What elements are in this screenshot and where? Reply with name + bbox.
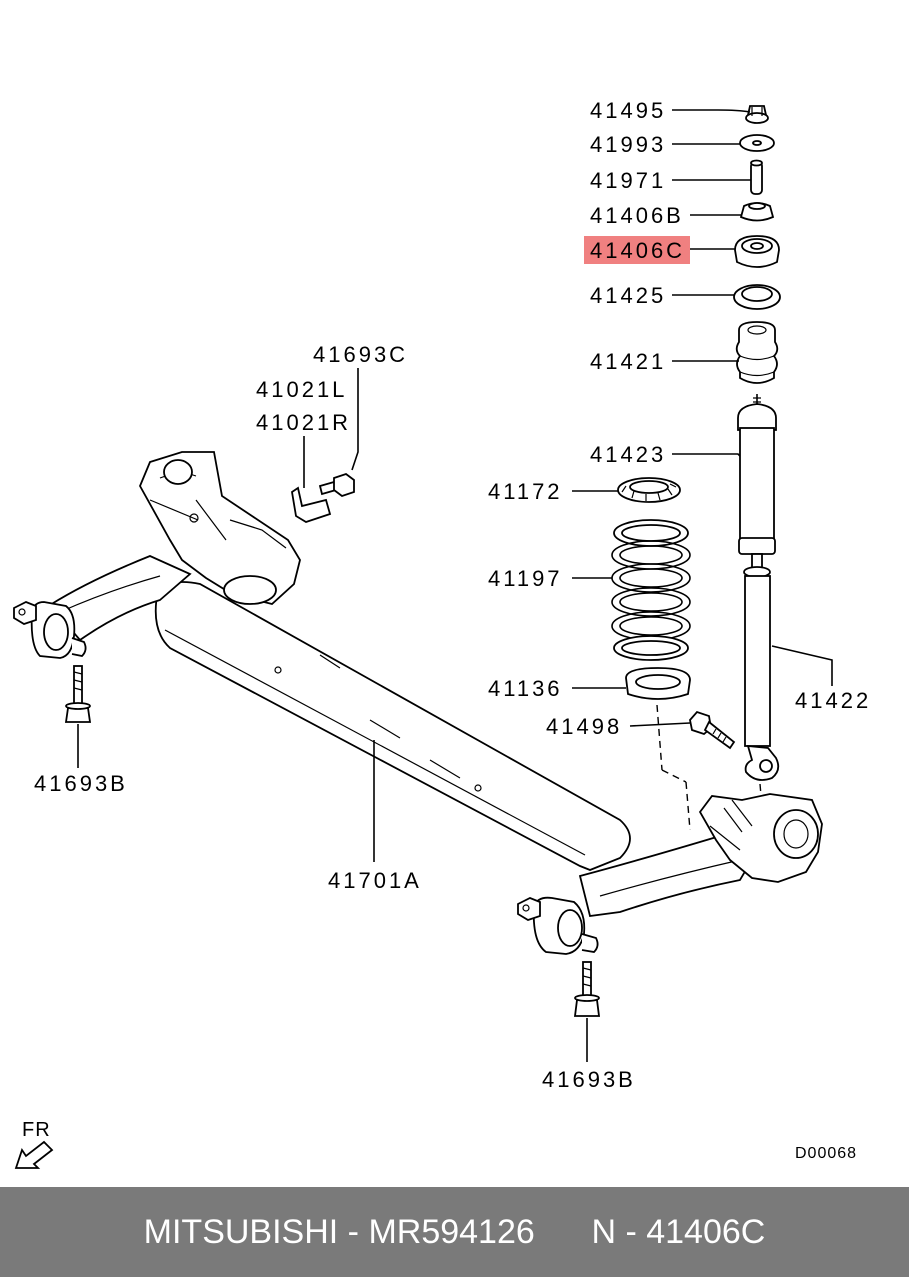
label-41971: 41971: [590, 168, 666, 193]
washer-41993: [739, 134, 775, 152]
coil-spring-41197: [611, 519, 691, 661]
drawing-code: D00068: [795, 1145, 857, 1162]
label-41172: 41172: [488, 479, 563, 504]
bolt-41498: [689, 710, 736, 750]
label-41422: 41422: [795, 688, 871, 713]
collar-41971: [750, 159, 763, 195]
bracket-41021: [291, 486, 332, 523]
fr-label: FR: [22, 1119, 51, 1141]
label-41498: 41498: [546, 714, 622, 739]
label-41693B-right: 41693B: [542, 1067, 636, 1092]
label-41993: 41993: [590, 132, 666, 157]
label-41021R: 41021R: [256, 410, 351, 435]
leader-lines: [77, 109, 833, 1062]
label-41693C: 41693C: [313, 342, 408, 367]
spring-seat-41172: [617, 477, 681, 503]
label-41425: 41425: [590, 283, 666, 308]
label-41406B: 41406B: [590, 203, 684, 228]
label-41693B-left: 41693B: [34, 771, 128, 796]
label-41021L: 41021L: [256, 377, 347, 402]
label-41495: 41495: [590, 98, 666, 123]
label-41701A: 41701A: [328, 868, 422, 893]
label-41197: 41197: [488, 566, 563, 591]
label-41136: 41136: [488, 676, 563, 701]
front-direction-indicator: FR: [14, 1119, 54, 1169]
arrow-icon: [14, 1140, 54, 1169]
footer-bar: MITSUBISHI - MR594126 N - 41406C: [0, 1187, 909, 1277]
axle-beam-41701A: [13, 451, 823, 955]
label-41423: 41423: [590, 442, 666, 467]
label-41421: 41421: [590, 349, 666, 374]
shock-absorber-41422: [737, 394, 780, 831]
spring-pad-41136: [625, 667, 691, 831]
parts-diagram: 41495 41993 41971 41406B 41406C 41425 41…: [13, 98, 871, 1169]
bushing-41406C: [734, 235, 780, 268]
washer-41425: [733, 284, 781, 310]
bolt-41693B-right: [573, 961, 601, 1017]
footer-text: MITSUBISHI - MR594126 N - 41406C: [143, 1212, 766, 1251]
bolt-41693C: [318, 472, 355, 498]
label-41406C: 41406C: [590, 238, 685, 263]
highlight-box: [584, 236, 690, 264]
bolt-41693B-left: [64, 665, 92, 723]
bump-stopper-41421: [735, 321, 779, 384]
nut-41495: [745, 105, 769, 124]
bushing-41406B: [739, 202, 775, 222]
